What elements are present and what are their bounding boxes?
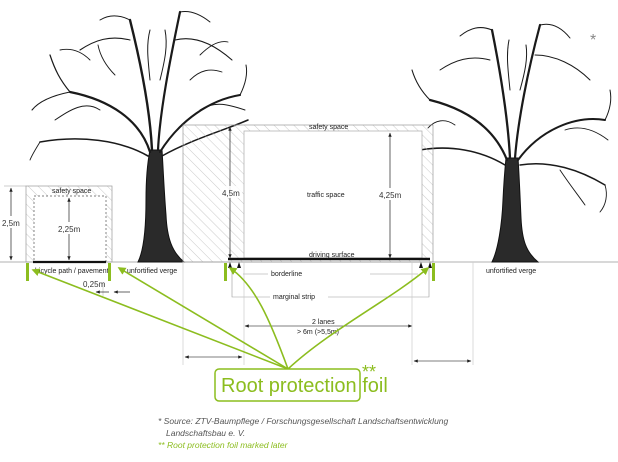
left-outer-height-label: 2,5m	[2, 219, 20, 228]
marginal-strip-bracket	[328, 268, 430, 298]
left-tree	[29, 10, 249, 263]
left-dim-bg	[0, 216, 22, 228]
root-protection-foil-marker: **	[362, 362, 376, 382]
source-footnote: * Source: ZTV-Baumpflege / Forschungsges…	[158, 416, 449, 426]
offset-label: 0,25m	[83, 280, 106, 289]
left-safety-space-label: safety space	[52, 188, 91, 195]
bicycle-path-label: bicycle path / pavement	[35, 268, 109, 275]
borderline-label: borderline	[271, 271, 302, 278]
lanes-width-label: > 6m (>5,5m)	[297, 329, 339, 336]
source-footnote-cont: Landschaftsbau e. V.	[166, 428, 246, 438]
driving-surface-label: driving surface	[309, 252, 355, 259]
center-clearance-section: safety space 4,5m 4,25m traffic space dr…	[182, 124, 474, 365]
foil-callout-lines	[31, 266, 430, 370]
lanes-label: 2 lanes	[312, 319, 335, 326]
center-inner-dim-bg	[377, 188, 405, 200]
center-outer-height-label: 4,5m	[222, 189, 240, 198]
center-inner-height-label: 4,25m	[379, 191, 402, 200]
right-tree	[411, 23, 612, 263]
source-marker: *	[590, 32, 596, 49]
root-protection-foil-callout: Root protection foil **	[214, 362, 388, 402]
left-verge-label: unfortified verge	[127, 268, 177, 275]
traffic-space-label: traffic space	[307, 192, 345, 199]
center-dim-bg	[220, 186, 242, 198]
root-foil-bar	[26, 263, 29, 281]
root-protection-foil-label: Root protection foil	[221, 375, 388, 397]
right-verge-label: unfortified verge	[486, 268, 536, 275]
root-foil-bar	[224, 263, 227, 281]
left-inner-height-label: 2,25m	[58, 225, 81, 234]
marginal-strip-label: marginal strip	[273, 294, 315, 301]
root-foil-bar	[108, 263, 111, 281]
foil-footnote: ** Root protection foil marked later	[158, 440, 288, 450]
left-inner-dim-bg	[56, 222, 84, 234]
borderline-markers	[228, 262, 432, 268]
root-foil-bar	[432, 263, 435, 281]
marginal-strip-bracket	[231, 268, 270, 298]
left-clearance-section: safety space 2,5m 2,25m bicycle path / p…	[0, 185, 177, 296]
center-safety-space-label: safety space	[309, 124, 348, 131]
